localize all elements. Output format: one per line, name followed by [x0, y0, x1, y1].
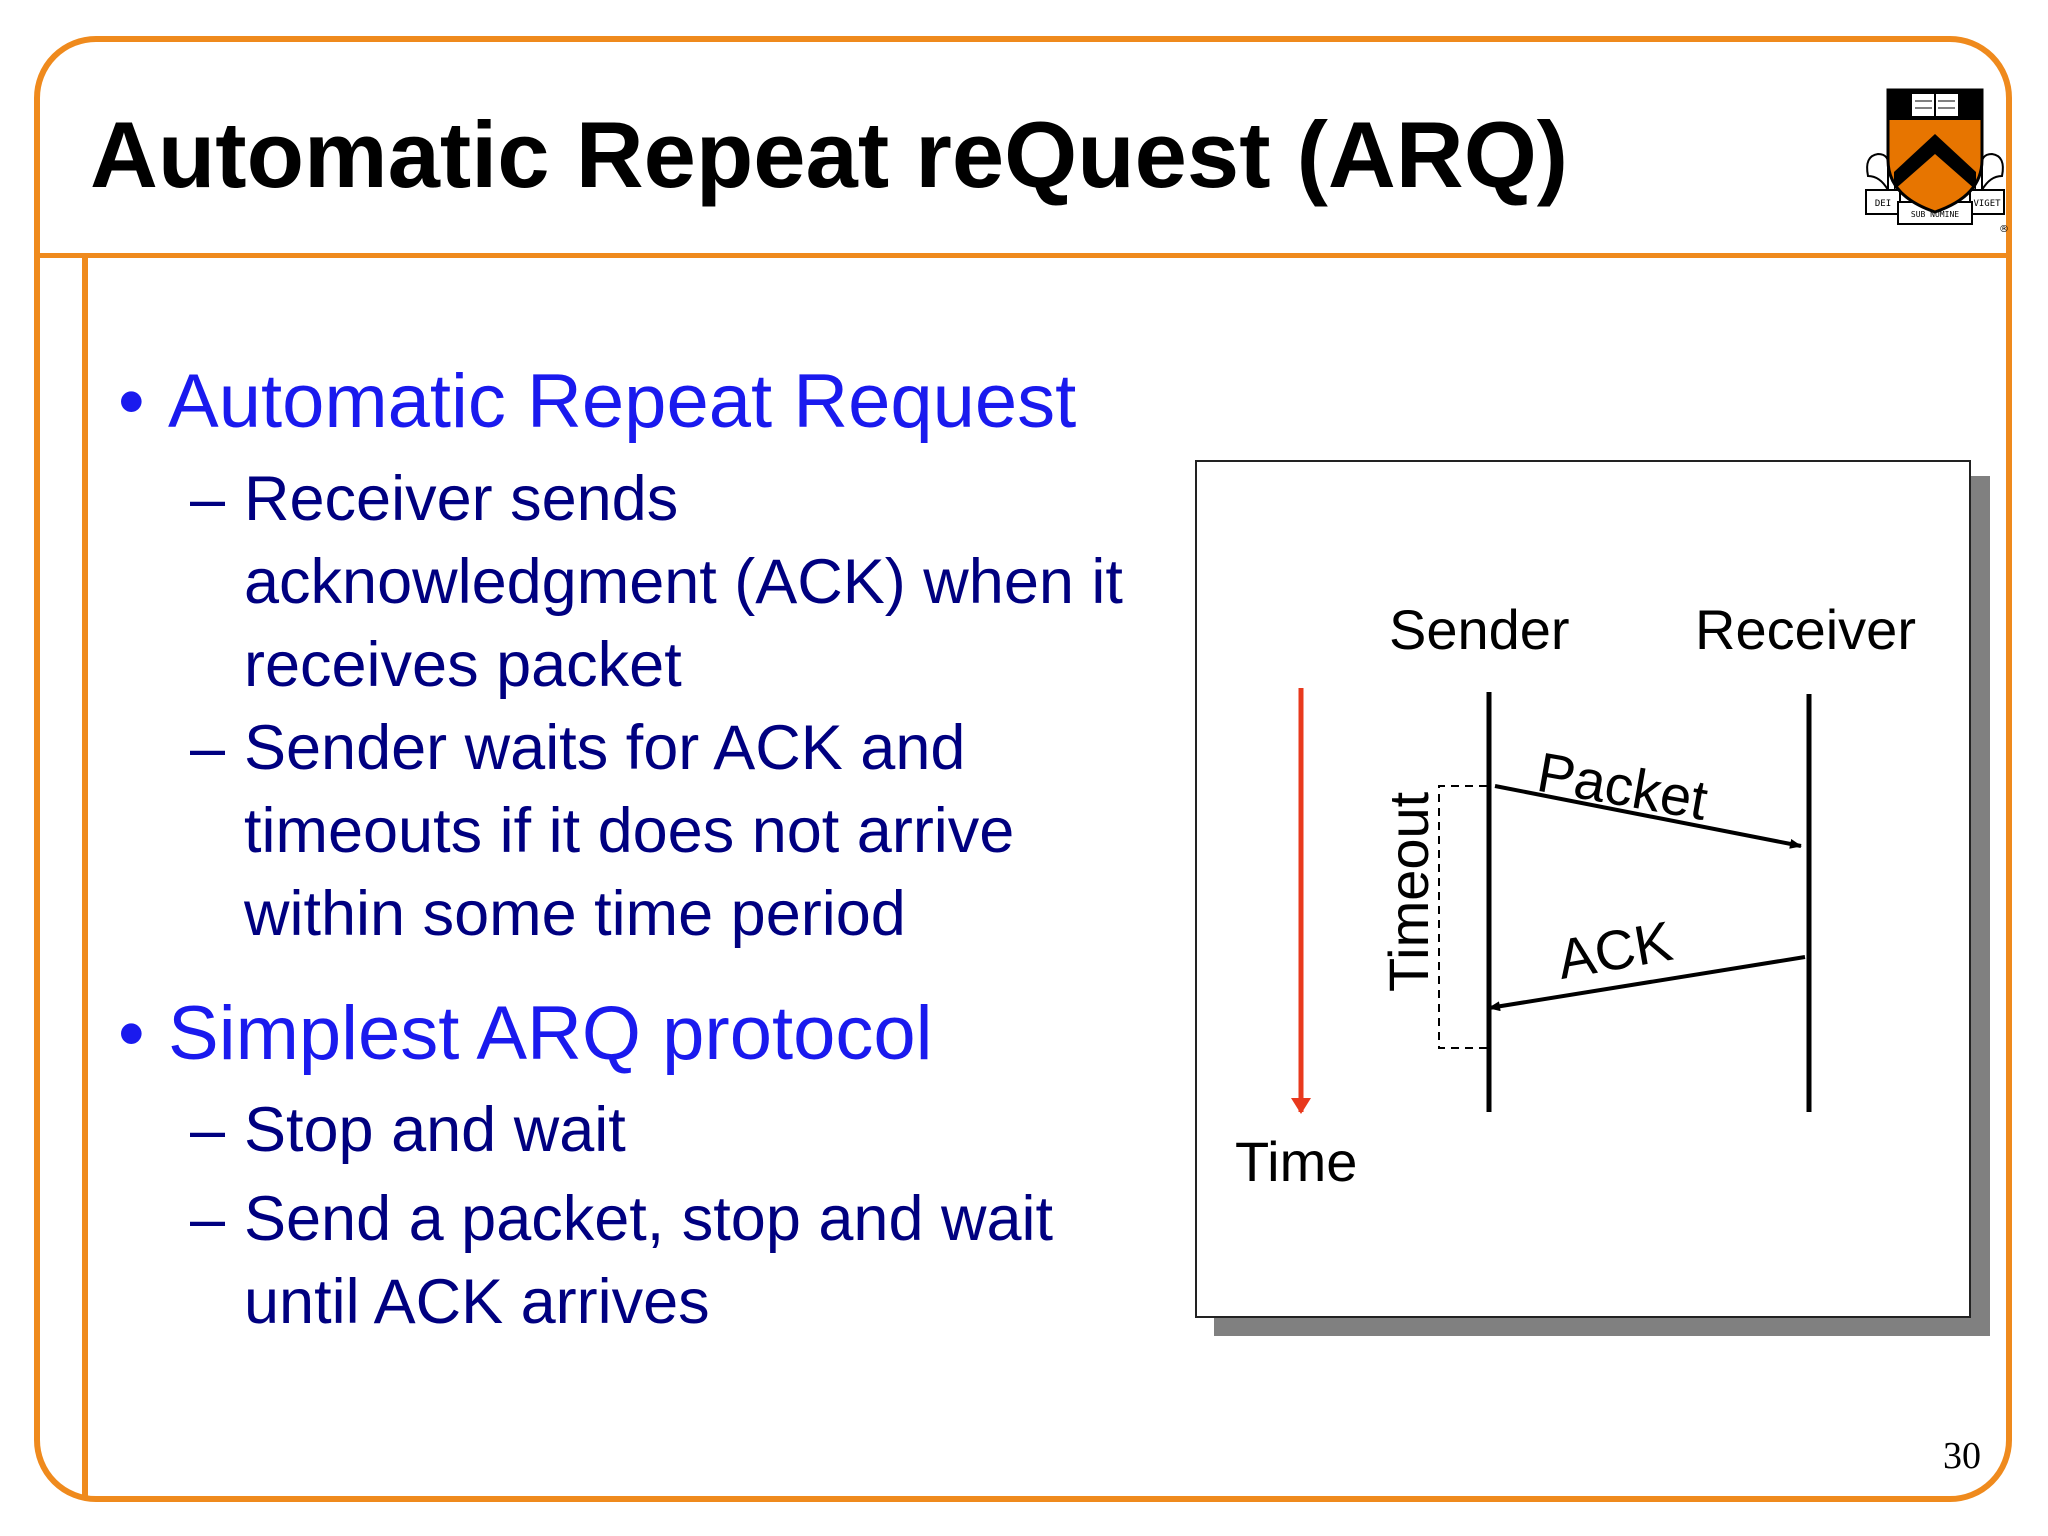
timeout-bracket	[1438, 785, 1487, 1049]
slide-frame	[34, 36, 2012, 1502]
receiver-label: Receiver	[1695, 598, 1916, 661]
time-arrowhead	[1291, 1098, 1311, 1114]
sub-bullet-text: Send a packet, stop and wait until ACK a…	[244, 1184, 1054, 1338]
timeout-label: Timeout	[1377, 791, 1440, 992]
motto-left-text: DEI	[1875, 199, 1891, 209]
side-divider	[82, 256, 88, 1500]
bullet-simplest-arq-protocol: • Simplest ARQ protocol	[118, 990, 1158, 1076]
bullet-list: • Automatic Repeat Request – Receiver se…	[118, 360, 1158, 1344]
motto-center-text: SUB NUMINE	[1911, 210, 1959, 219]
sub-bullet: – Receiver sends acknowledgment (ACK) wh…	[190, 458, 1158, 707]
bullet-dot: •	[118, 990, 145, 1076]
time-label: Time	[1235, 1130, 1358, 1193]
sub-bullet: – Stop and wait	[190, 1089, 1158, 1172]
bullet-automatic-repeat-request: • Automatic Repeat Request	[118, 360, 1158, 444]
svg-text:®: ®	[1999, 224, 2009, 235]
ack-arrow	[1488, 955, 1806, 1012]
stop-and-wait-diagram: Sender Receiver Packet ACK Timeout Time	[1195, 460, 1971, 1318]
sub-bullet-text: Stop and wait	[244, 1095, 626, 1166]
bullet-heading: Automatic Repeat Request	[168, 359, 1077, 444]
packet-arrow	[1494, 784, 1802, 849]
slide-title: Automatic Repeat reQuest (ARQ)	[90, 102, 1569, 207]
bullet-dot: •	[118, 359, 145, 444]
title-divider	[38, 253, 2008, 258]
sub-bullet-text: Receiver sends acknowledgment (ACK) when…	[244, 463, 1123, 700]
sub-bullet: – Send a packet, stop and wait until ACK…	[190, 1178, 1158, 1344]
motto-right-text: VIGET	[1973, 199, 2001, 209]
timing-diagram-svg	[1291, 688, 1812, 1114]
sub-bullet-text: Sender waits for ACK and timeouts if it …	[244, 712, 1015, 949]
sender-label: Sender	[1389, 598, 1570, 661]
page-number: 30	[1943, 1435, 1981, 1477]
princeton-shield-logo: DEI SUB NUMINE VIGET ®	[1865, 88, 2009, 235]
bullet-heading: Simplest ARQ protocol	[168, 990, 933, 1076]
sub-bullet: – Sender waits for ACK and timeouts if i…	[190, 707, 1158, 956]
